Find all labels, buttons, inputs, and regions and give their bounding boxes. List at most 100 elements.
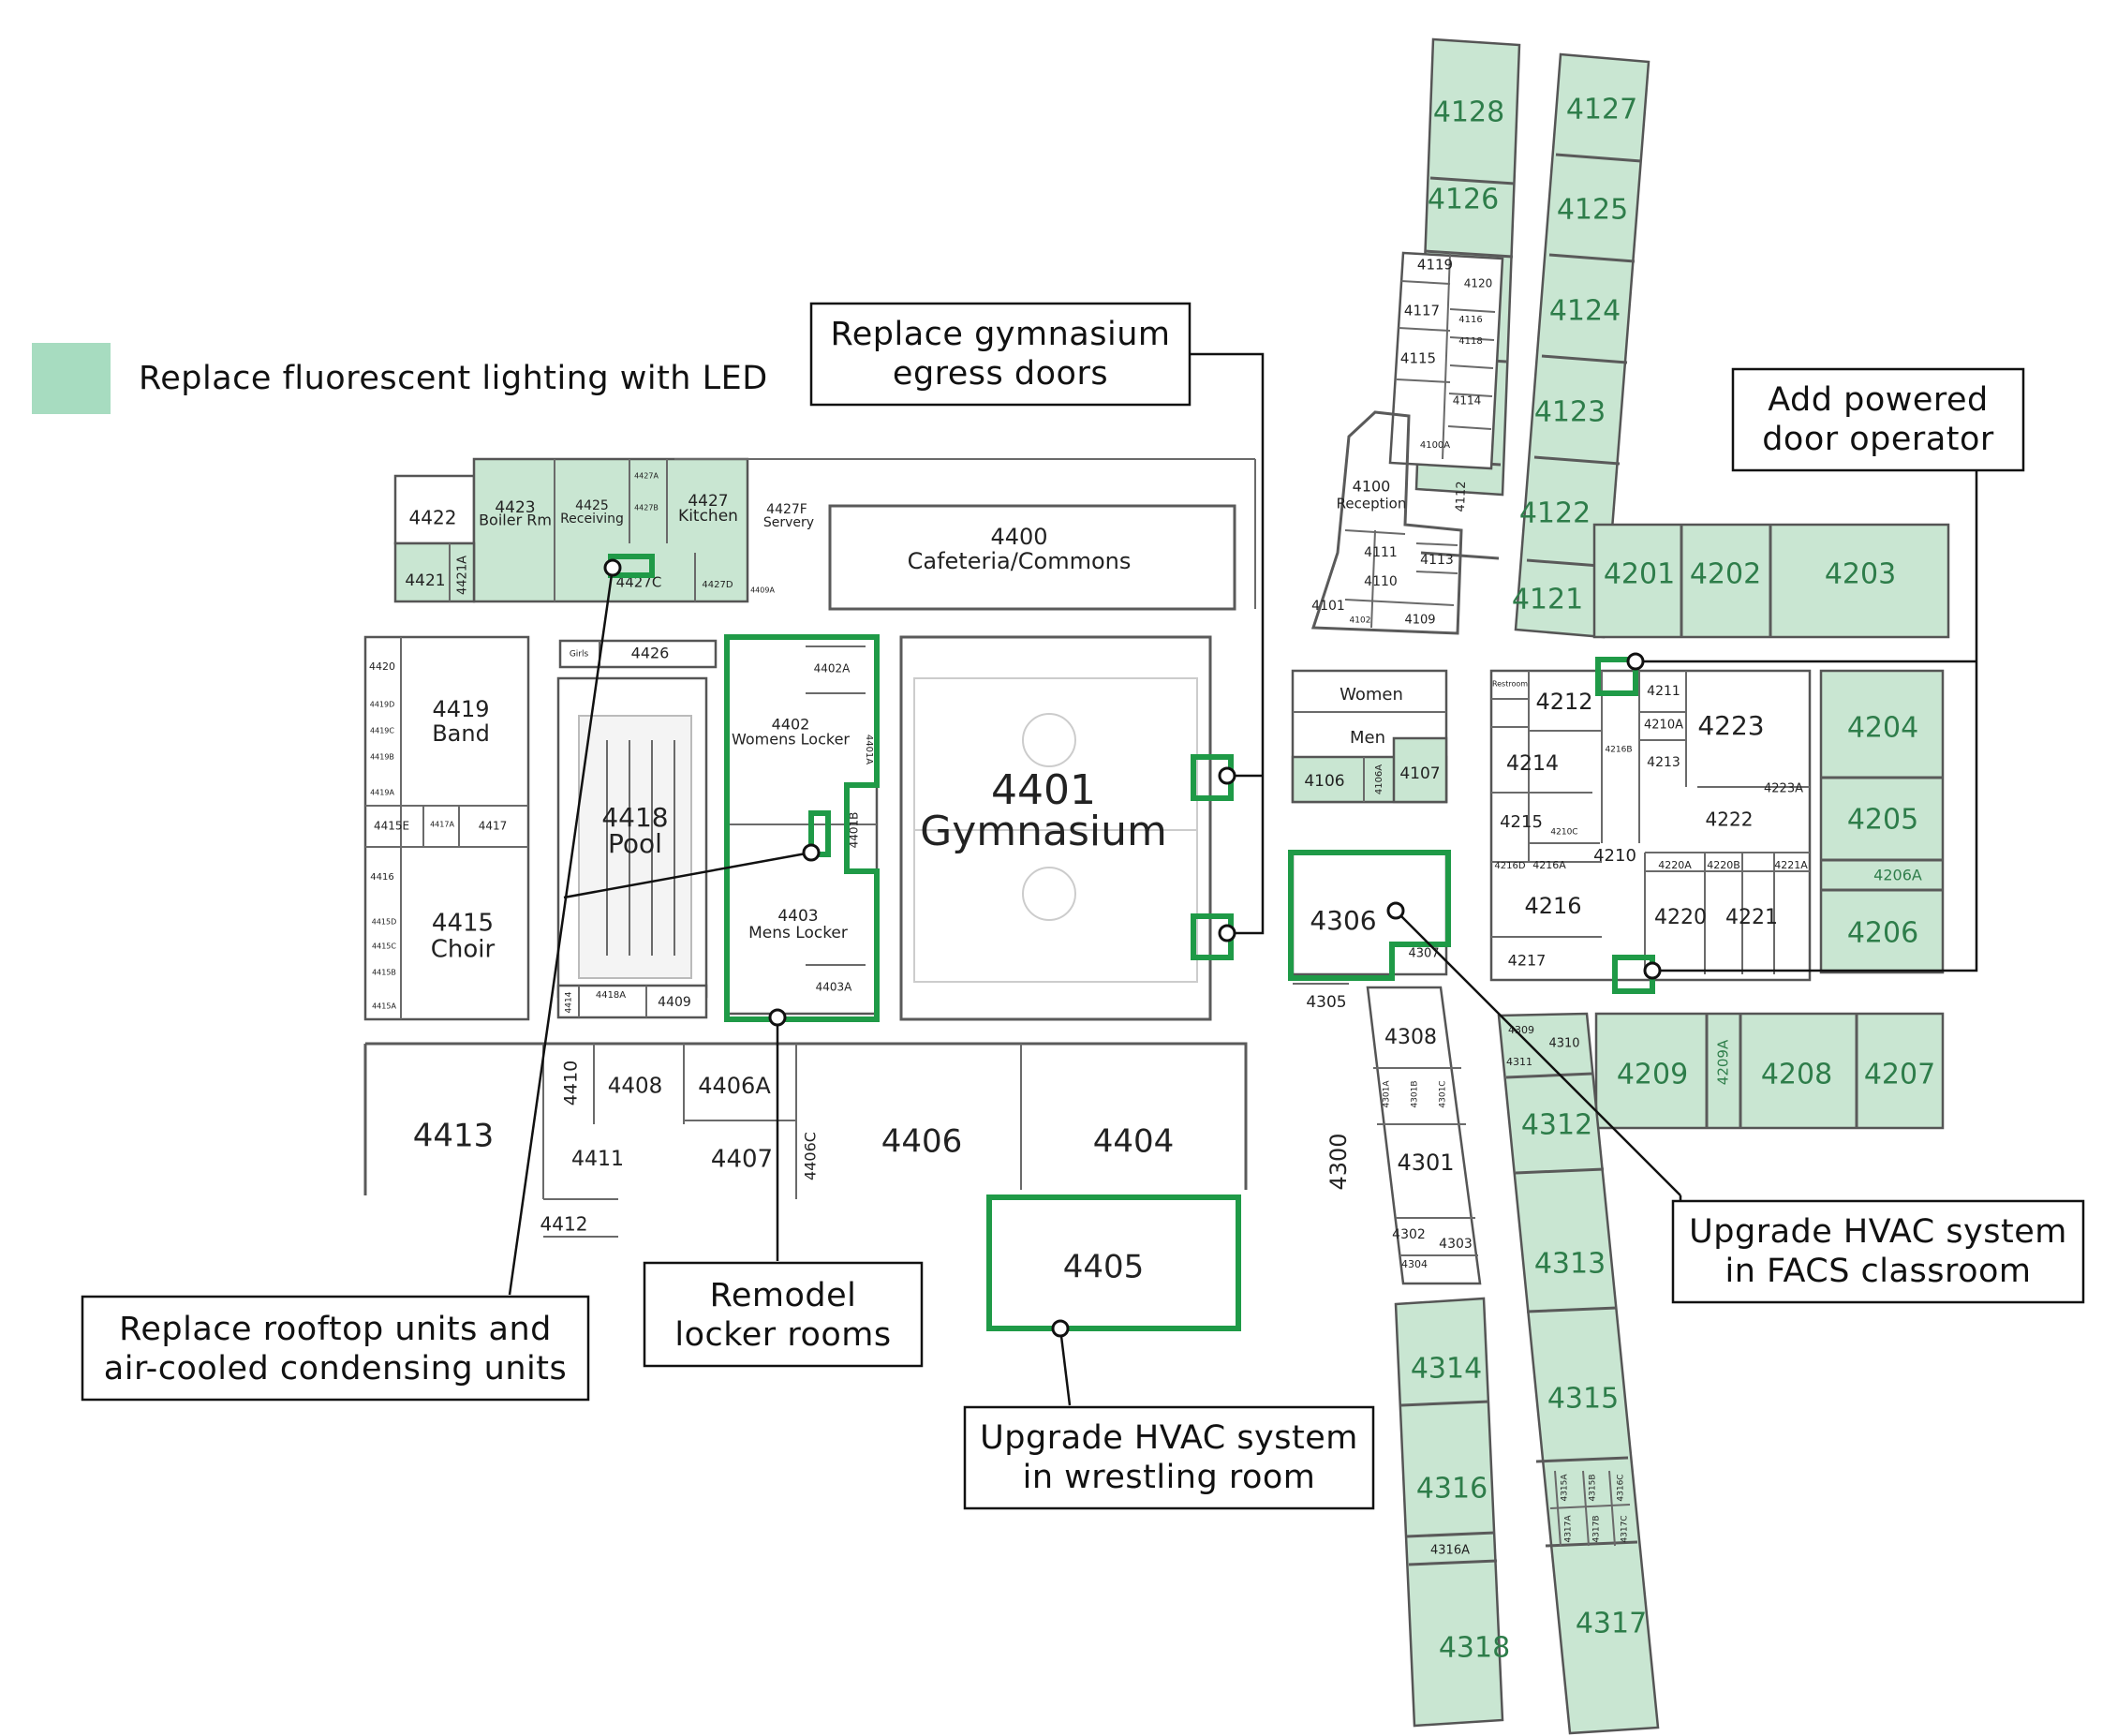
cafeteria-label: Cafeteria/Commons — [908, 548, 1132, 574]
callout-rooftop-line2: air-cooled condensing units — [104, 1350, 567, 1387]
room-4102: 4102 — [1350, 616, 1371, 626]
room-4213: 4213 — [1647, 755, 1680, 770]
room-4111: 4111 — [1364, 545, 1398, 560]
room-4317b: 4317B — [1592, 1515, 1602, 1542]
callout-hvac-wrestling-line2: in wrestling room — [1023, 1459, 1316, 1496]
room-4216: 4216 — [1524, 893, 1581, 919]
room-4209a: 4209A — [1715, 1039, 1732, 1085]
room-4406: 4406 — [881, 1123, 963, 1161]
room-4304: 4304 — [1401, 1258, 1428, 1270]
room-4414: 4414 — [565, 991, 574, 1013]
cafeteria-outline — [828, 504, 1236, 611]
room-4109: 4109 — [1404, 614, 1435, 628]
room-4409-row — [556, 984, 708, 1019]
room-4302: 4302 — [1392, 1227, 1426, 1242]
callout-powered-door-line1: Add powered — [1768, 381, 1989, 419]
pool-basin — [578, 715, 692, 979]
room-4410: 4410 — [561, 1061, 582, 1105]
legend: Replace fluorescent lighting with LED — [32, 343, 767, 414]
room-4415e: 4415E — [374, 820, 409, 833]
room-4417a: 4417A — [430, 821, 454, 829]
dot-gym-door-north — [1218, 766, 1236, 785]
highlight-wrestling-room — [986, 1194, 1241, 1331]
room-4127: 4127 — [1566, 94, 1637, 126]
room-4416: 4416 — [370, 872, 393, 883]
room-4125: 4125 — [1557, 194, 1628, 227]
dot-gym-door-south — [1218, 924, 1236, 942]
east-interior-block — [1489, 669, 1812, 982]
room-4317a: 4317A — [1564, 1515, 1574, 1543]
callout-hvac-wrestling-line1: Upgrade HVAC system — [980, 1419, 1358, 1457]
room-4417: 4417 — [479, 820, 508, 833]
receiving-label: Receiving — [560, 512, 624, 527]
room-4313: 4313 — [1534, 1248, 1606, 1281]
callout-rooftop: Replace rooftop units and air-cooled con… — [81, 1295, 590, 1402]
leader-dots — [603, 558, 1662, 1338]
pool-label: Pool — [608, 828, 662, 859]
project-highlights — [608, 554, 1655, 1331]
kitchen-label: Kitchen — [678, 507, 738, 526]
room-4311: 4311 — [1506, 1056, 1532, 1068]
room-4202: 4202 — [1690, 558, 1761, 591]
callout-gym-doors-line2: egress doors — [893, 355, 1108, 393]
room-4217: 4217 — [1508, 952, 1547, 970]
room-4120: 4120 — [1464, 277, 1493, 290]
room-4123: 4123 — [1534, 396, 1606, 429]
room-4427d: 4427D — [702, 580, 733, 590]
facs-block — [1291, 851, 1448, 976]
girls-label: Girls — [570, 650, 589, 660]
room-4106: 4106 — [1304, 772, 1344, 791]
room-4106a: 4106A — [1374, 764, 1384, 794]
room-4113: 4113 — [1420, 553, 1454, 568]
highlight-facs-classroom — [1288, 850, 1451, 981]
room-4121: 4121 — [1512, 584, 1583, 616]
room-4216b: 4216B — [1605, 746, 1632, 755]
callout-locker: Remodel locker rooms — [643, 1261, 924, 1368]
south-row-outline — [363, 1042, 1248, 1195]
room-4220a: 4220A — [1658, 859, 1692, 871]
room-4303: 4303 — [1439, 1237, 1473, 1252]
room-4112: 4112 — [1454, 481, 1469, 512]
room-4205: 4205 — [1847, 804, 1918, 837]
room-4422-block — [393, 474, 476, 545]
callout-powered-door-line2: door operator — [1762, 421, 1994, 458]
room-4221: 4221 — [1725, 906, 1778, 929]
room-4409a: 4409A — [750, 586, 775, 595]
room-4107-block — [1392, 736, 1448, 804]
room-4421-block — [393, 542, 476, 603]
room-4216a: 4216A — [1532, 859, 1566, 871]
room-4427a: 4427A — [634, 472, 659, 481]
room-4215: 4215 — [1500, 812, 1543, 832]
room-4114: 4114 — [1453, 394, 1482, 408]
callout-hvac-facs-line1: Upgrade HVAC system — [1689, 1213, 2067, 1251]
room-4207: 4207 — [1864, 1059, 1935, 1091]
callout-gym-doors-line1: Replace gymnasium — [831, 316, 1171, 353]
room-4419b: 4419B — [370, 753, 394, 762]
room-4412: 4412 — [540, 1213, 588, 1236]
room-4317c: 4317C — [1621, 1515, 1630, 1542]
room-4305: 4305 — [1306, 993, 1346, 1012]
choir-label: Choir — [431, 936, 496, 964]
east-classrooms-column — [1819, 669, 1945, 974]
room-4315a: 4315A — [1561, 1474, 1570, 1502]
room-4315b: 4315B — [1589, 1474, 1598, 1501]
room-4316: 4316 — [1416, 1473, 1488, 1506]
room-4318: 4318 — [1439, 1632, 1510, 1665]
band-choir-block — [363, 635, 530, 1021]
room-4214: 4214 — [1506, 752, 1559, 776]
room-4421: 4421 — [405, 571, 445, 590]
room-4415b: 4415B — [372, 969, 396, 977]
callout-hvac-wrestling: Upgrade HVAC system in wrestling room — [963, 1405, 1375, 1510]
gymnasium-label: Gymnasium — [920, 808, 1167, 855]
reception-block — [1310, 410, 1463, 635]
room-4116: 4116 — [1458, 315, 1482, 325]
room-4403a: 4403A — [816, 981, 853, 994]
west-wing: 4422 4423 Boiler Rm 4425 Receiving 4427A… — [363, 457, 1256, 1286]
room-4401: 4401 — [991, 766, 1096, 814]
room-4427: 4427 — [688, 492, 728, 511]
room-4403: 4403 — [777, 907, 818, 926]
room-4406c: 4406C — [802, 1132, 820, 1180]
room-4128: 4128 — [1433, 96, 1504, 129]
room-4401a: 4401A — [864, 734, 874, 764]
room-4301-block — [1366, 986, 1482, 1285]
